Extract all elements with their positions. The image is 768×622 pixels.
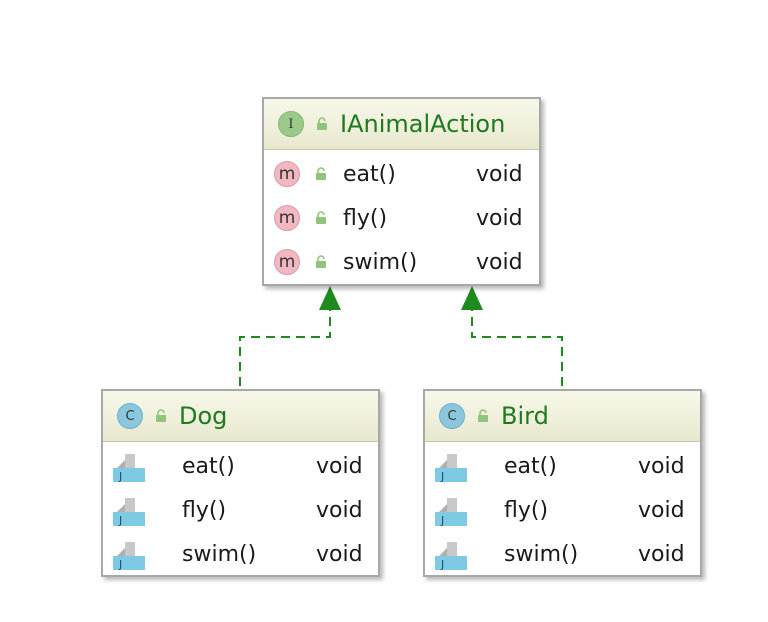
edge-dog-to-ianimalaction [239,286,341,386]
class-name: Dog [179,402,228,430]
edge-bird-to-ianimalaction [461,286,563,386]
interface-kind-icon: I [278,111,304,137]
method-row-fly[interactable]: J fly() void [425,488,700,532]
java-method-icon: J [435,542,467,570]
public-unlock-icon [156,409,166,422]
svg-text:J: J [440,514,444,526]
method-return-type: void [638,541,685,567]
public-unlock-icon [317,117,327,130]
java-method-icon: J [435,498,467,526]
method-name: fly() [504,497,549,523]
method-row-eat[interactable]: m eat() void [264,152,539,196]
method-name: eat() [504,453,557,479]
method-return-type: void [316,497,363,523]
public-unlock-icon [316,211,326,224]
method-icon: m [274,205,300,231]
class-header: C Bird [425,391,700,442]
method-name: fly() [343,205,388,231]
arrowhead-bird [461,286,483,310]
method-return-type: void [316,453,363,479]
interface-header: I IAnimalAction [264,99,539,150]
method-row-fly[interactable]: J fly() void [103,488,378,532]
public-unlock-icon [478,409,488,422]
svg-text:J: J [440,558,444,570]
class-box-bird[interactable]: C Bird J eat() void J fly() void [423,389,702,577]
svg-text:J: J [118,470,122,482]
svg-text:J: J [118,514,122,526]
method-name: swim() [343,249,418,275]
svg-text:J: J [440,470,444,482]
java-method-icon: J [113,542,145,570]
interface-box-ianimalaction[interactable]: I IAnimalAction m eat() void m fly() voi… [262,97,541,286]
class-header: C Dog [103,391,378,442]
method-name: fly() [182,497,227,523]
method-row-eat[interactable]: J eat() void [103,444,378,488]
class-box-dog[interactable]: C Dog J eat() void J fly() void [101,389,380,577]
method-name: eat() [182,453,235,479]
method-return-type: void [638,453,685,479]
java-method-icon: J [113,498,145,526]
public-unlock-icon [316,255,326,268]
method-row-swim[interactable]: m swim() void [264,240,539,284]
method-icon: m [274,249,300,275]
method-row-eat[interactable]: J eat() void [425,444,700,488]
class-kind-icon: C [117,403,143,429]
method-return-type: void [476,205,523,231]
public-unlock-icon [316,167,326,180]
java-method-icon: J [435,454,467,482]
class-kind-icon: C [439,403,465,429]
method-row-fly[interactable]: m fly() void [264,196,539,240]
method-return-type: void [638,497,685,523]
method-name: swim() [504,541,579,567]
method-name: eat() [343,161,396,187]
java-method-icon: J [113,454,145,482]
method-return-type: void [316,541,363,567]
method-name: swim() [182,541,257,567]
method-row-swim[interactable]: J swim() void [425,532,700,576]
method-return-type: void [476,249,523,275]
interface-name: IAnimalAction [340,110,506,138]
arrowhead-dog [319,286,341,310]
method-return-type: void [476,161,523,187]
class-name: Bird [501,402,549,430]
method-icon: m [274,161,300,187]
svg-text:J: J [118,558,122,570]
method-row-swim[interactable]: J swim() void [103,532,378,576]
